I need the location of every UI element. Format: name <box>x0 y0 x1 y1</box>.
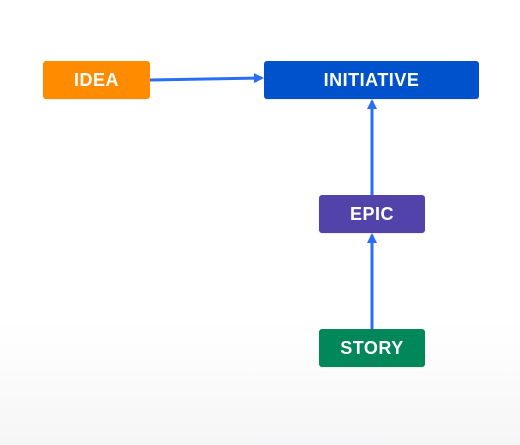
arrow-idea-to-initiative <box>149 73 264 84</box>
node-initiative-label: INITIATIVE <box>323 69 420 90</box>
node-initiative[interactable]: INITIATIVE <box>264 61 479 99</box>
node-epic[interactable]: EPIC <box>319 195 425 233</box>
node-story-label: STORY <box>340 337 404 358</box>
node-epic-label: EPIC <box>349 203 394 224</box>
node-idea[interactable]: IDEA <box>43 61 150 99</box>
node-idea-label: IDEA <box>73 69 119 90</box>
node-story[interactable]: STORY <box>319 329 425 367</box>
